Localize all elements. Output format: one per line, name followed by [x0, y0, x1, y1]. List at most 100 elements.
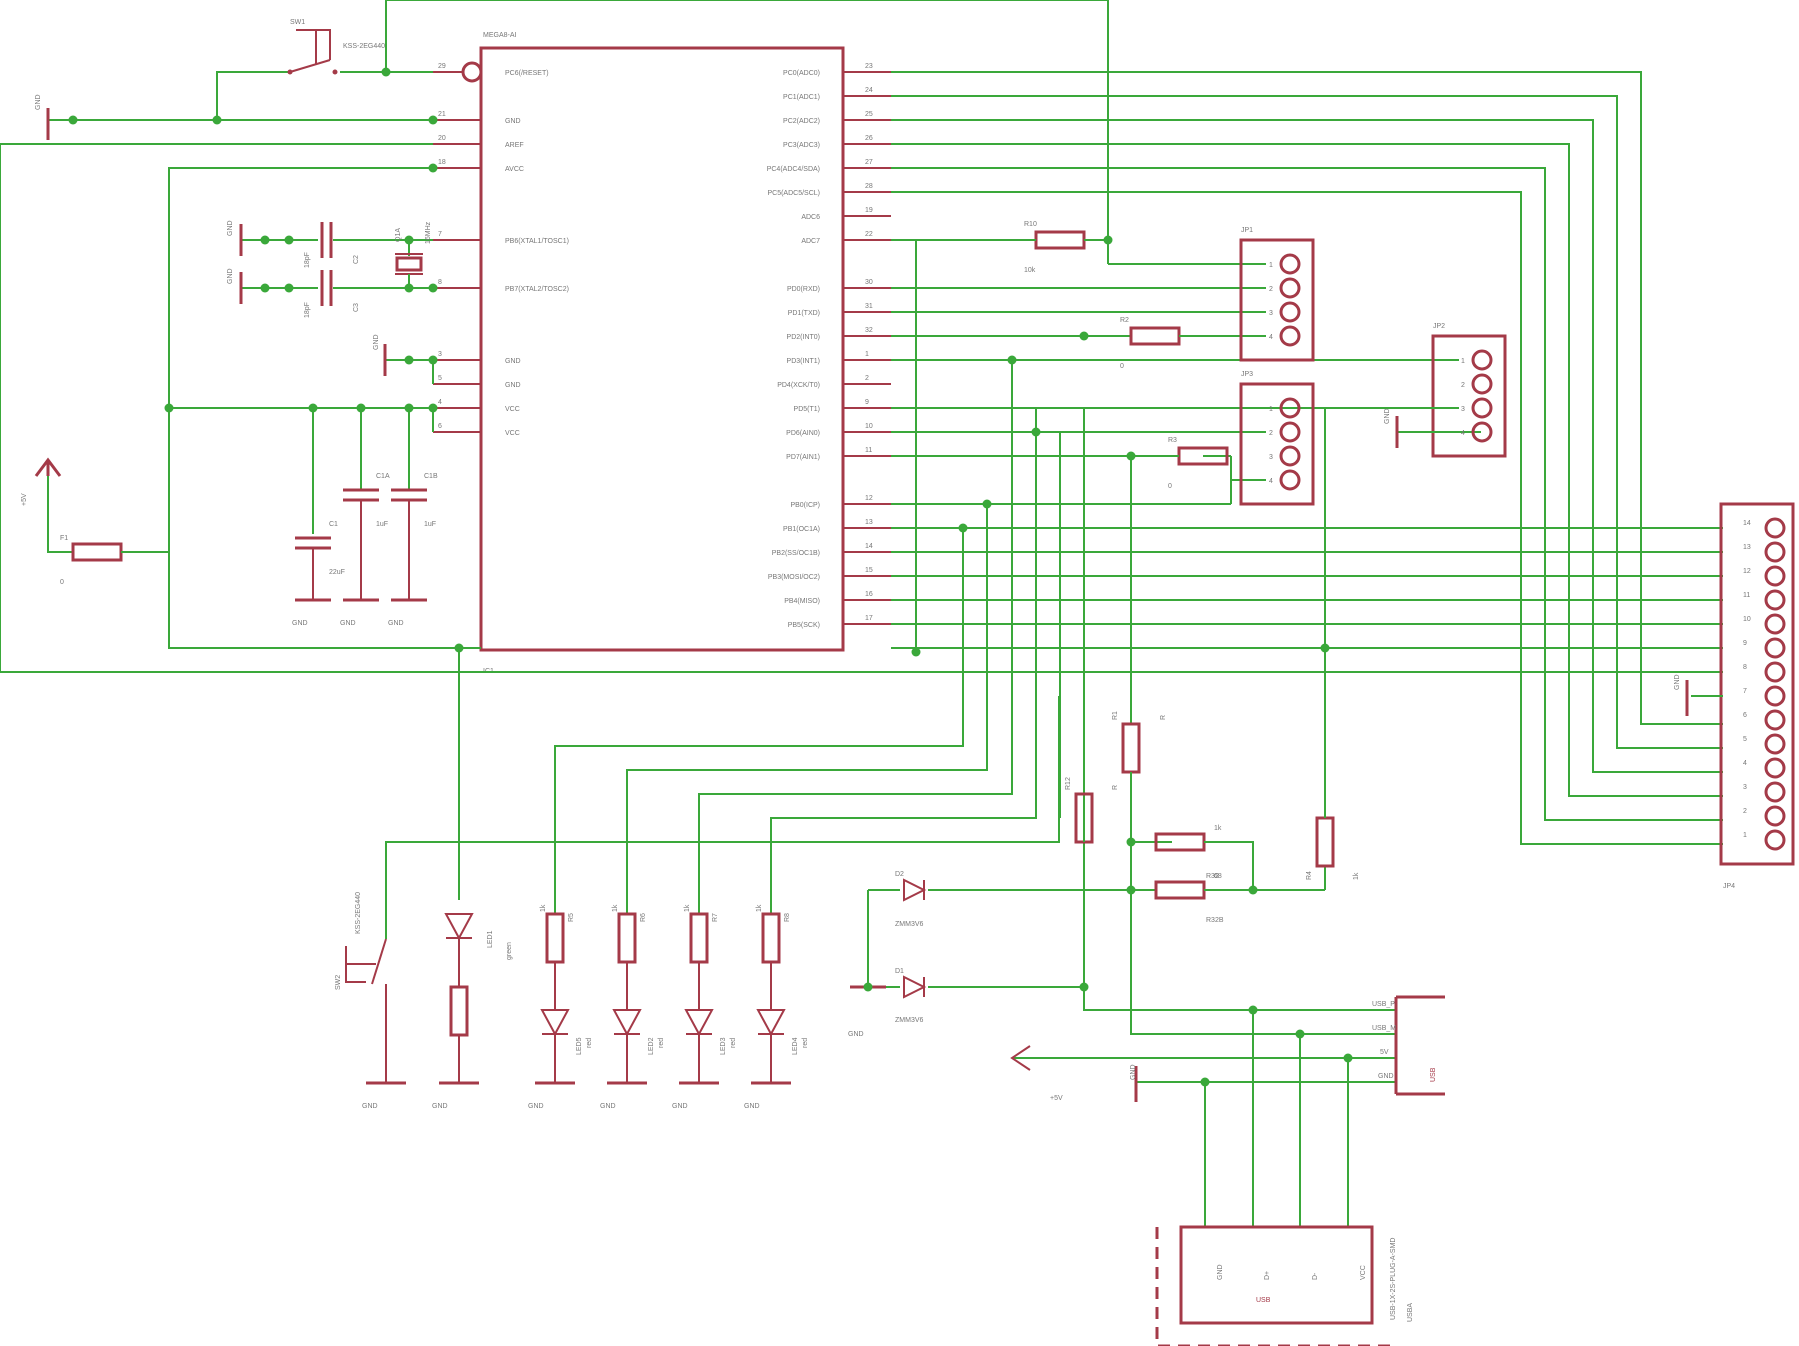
header-pin	[1764, 757, 1786, 779]
usb-conn-dminus: D-	[1312, 1272, 1319, 1280]
jp-pin	[1279, 397, 1301, 419]
mcu-right-pin-label: PD2(INT0)	[787, 334, 820, 341]
jp-pin	[1471, 373, 1493, 395]
mcu-right-pin-label: PC2(ADC2)	[783, 118, 820, 125]
xtal-gnd-1: GND	[227, 220, 234, 236]
junction-dot	[428, 115, 438, 125]
header-pin	[1764, 685, 1786, 707]
led-resistor	[545, 912, 565, 964]
r1k-value: 1k	[1214, 825, 1222, 832]
junction-dot	[1200, 1077, 1210, 1087]
mcu-right-pin-num: 25	[865, 111, 873, 118]
jp-pin-num: 2	[1269, 286, 1273, 293]
sw2[interactable]: SW2 KSS-2EG440 GND	[335, 892, 406, 1110]
junction-dot	[284, 283, 294, 293]
junction-dot	[982, 499, 992, 509]
header-pin-num: 13	[1743, 544, 1751, 551]
mcu-right-pin-num: 30	[865, 279, 873, 286]
led-resistor	[761, 912, 781, 964]
mcu-name: MEGA8-AI	[483, 32, 517, 39]
mcu-right-pin-label: PD3(INT1)	[787, 358, 820, 365]
junction-dot	[1079, 982, 1089, 992]
f1-value: 0	[60, 579, 64, 586]
header-pin-num: 1	[1743, 832, 1747, 839]
mcu-left-pin-num: 5	[438, 375, 442, 382]
mcu-left-pin-label: VCC	[505, 430, 520, 437]
jp-pin	[1471, 421, 1493, 443]
header-pin	[1764, 637, 1786, 659]
mcu-right-pin-label: PC3(ADC3)	[783, 142, 820, 149]
header-pin-num: 11	[1743, 592, 1750, 599]
r3-label: R3	[1168, 437, 1177, 444]
jp3-label: JP3	[1241, 371, 1253, 378]
mcu-right-pin-label: PD7(AIN1)	[786, 454, 820, 461]
usb-conn-vcc: VCC	[1360, 1265, 1367, 1280]
mcu-right-pin-label: PB3(MOSI/OC2)	[768, 574, 820, 581]
led-resistor-value: 1k	[612, 904, 619, 912]
led-symbol	[756, 1009, 786, 1037]
mcu-right-pin-num: 1	[865, 351, 869, 358]
junction-dot	[428, 355, 438, 365]
sw2-part: KSS-2EG440	[355, 892, 362, 934]
junction-dot	[428, 403, 438, 413]
c1a-gnd: GND	[340, 620, 356, 627]
jp3-body	[1239, 382, 1315, 506]
d1-gnd: GND	[848, 1031, 864, 1038]
c1: C1 22uF GND	[292, 408, 345, 627]
r4-value: 1k	[1353, 872, 1360, 880]
r3-value: 0	[1168, 483, 1172, 490]
usb-section: GND GND +5V USB_P USB_M 5V GND USB USB U…	[848, 408, 1445, 1346]
c2-value: 18pF	[304, 252, 311, 268]
c1a-value: 1uF	[376, 521, 388, 528]
vplus5-label-usb: +5V	[1050, 1095, 1063, 1102]
junction-dot	[1320, 643, 1330, 653]
jp-pin	[1279, 325, 1301, 347]
mcu-left-pin-label: PC6(/RESET)	[505, 70, 549, 77]
junction-dot	[164, 403, 174, 413]
mcu-left-pin-label: GND	[505, 358, 521, 365]
power-filter: GND C1 22uF GND C1A 1uF GND	[21, 167, 481, 649]
d1-value: ZMM3V6	[895, 1017, 924, 1024]
jp-pin-num: 3	[1269, 454, 1273, 461]
vplus5-label-left: +5V	[21, 493, 28, 506]
led-resistor	[617, 912, 637, 964]
mcu-left-pin-label: GND	[505, 382, 521, 389]
mcu-ic1: MEGA8-AI IC1	[433, 32, 845, 675]
led-color: red	[802, 1038, 809, 1048]
junction-dot	[1248, 885, 1258, 895]
jp4-gnd: GND	[1674, 674, 1681, 690]
led-label: LED4	[792, 1037, 799, 1055]
usb-gnd: GND	[1130, 1064, 1137, 1080]
mcu-right-pin-num: 26	[865, 135, 873, 142]
led-resistor-value: 1k	[756, 904, 763, 912]
mcu-left-pin-num: 18	[438, 159, 446, 166]
junction-dot	[1126, 837, 1136, 847]
header-pin	[1764, 589, 1786, 611]
header-pin	[1764, 733, 1786, 755]
sw1[interactable]: SW1 KSS-2EG440	[287, 19, 385, 75]
mcu-right-pin-num: 10	[865, 423, 873, 430]
header-pin	[1764, 781, 1786, 803]
jp-pin-num: 1	[1461, 358, 1465, 365]
mcu-right-pin-num: 28	[865, 183, 873, 190]
header-pin-num: 12	[1743, 568, 1751, 575]
c1a-label: C1A	[376, 473, 390, 480]
junction-dot	[381, 67, 391, 77]
mcu-left-pin-num: 7	[438, 231, 442, 238]
mcu-right-pin-label: PD6(AIN0)	[786, 430, 820, 437]
junction-dot	[1248, 1005, 1258, 1015]
led-section: SW2 KSS-2EG440 GND GND LED1 green GNDR51…	[335, 360, 1061, 1110]
led-color: red	[658, 1038, 665, 1048]
mcu-right-pin-num: 19	[865, 207, 873, 214]
sw1-label: SW1	[290, 19, 305, 26]
junction-dot	[1126, 451, 1136, 461]
header-pin-num: 2	[1743, 808, 1747, 815]
header-pin-num: 9	[1743, 640, 1747, 647]
r10-value: 10k	[1024, 267, 1036, 274]
led-resistor-label: R7	[712, 913, 719, 922]
d1-label: D1	[895, 968, 904, 975]
mcu-right-pin-num: 16	[865, 591, 873, 598]
sw2-gnd: GND	[362, 1103, 378, 1110]
header-pin	[1764, 709, 1786, 731]
jp-pin	[1279, 277, 1301, 299]
